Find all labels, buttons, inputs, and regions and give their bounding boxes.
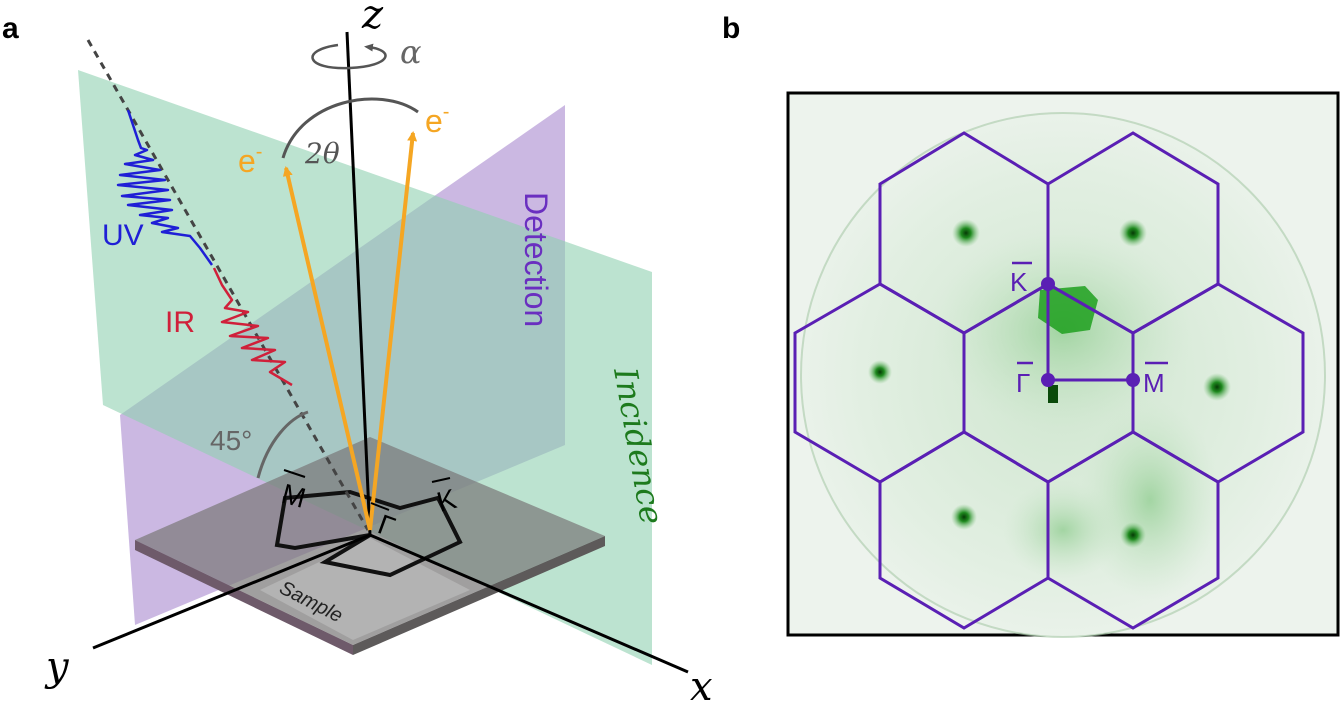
diffraction-spot [952, 219, 980, 247]
incidence-angle-label: 45° [210, 425, 252, 456]
two-theta-label: 2θ [304, 137, 340, 170]
y-axis-label: y [44, 644, 70, 690]
uv-label: UV [102, 219, 144, 252]
panel-b-label: b [722, 12, 740, 45]
ir-label: IR [165, 306, 195, 339]
sample-slab [135, 437, 605, 655]
sample-brillouin-zone [274, 489, 463, 578]
ir-pulse [212, 267, 293, 387]
rotation-arrow-icon [311, 43, 387, 70]
diffraction-spot [868, 360, 892, 384]
hexagon-bottom-right [1046, 430, 1220, 630]
panel-a-label: a [2, 12, 19, 45]
incident-beam-line [86, 39, 370, 531]
m-label-b: M [1143, 368, 1165, 398]
x-axis [369, 533, 689, 674]
diffraction-spot [1203, 373, 1231, 401]
panel-b: b [722, 12, 1340, 638]
k-label-b-group: K [1010, 261, 1032, 297]
rotation-label: α [400, 33, 422, 71]
central-intensity [1038, 286, 1098, 334]
panel-a: a Sample z x y α UV IR [2, 0, 713, 702]
electron-arrow-right [368, 131, 418, 531]
m-label-b-group: M [1143, 361, 1168, 398]
gamma-point-marker [1041, 373, 1055, 387]
detection-label: Detection [518, 192, 554, 327]
y-axis [92, 533, 371, 650]
x-axis-label: x [690, 664, 713, 702]
k-point-marker [1041, 277, 1055, 291]
k-label-b: K [1010, 267, 1028, 297]
diffraction-spot [1119, 219, 1147, 247]
incidence-angle-arc [256, 410, 309, 479]
gamma-label-b-group: Γ [1016, 361, 1033, 398]
m-point-marker [1126, 373, 1140, 387]
gamma-label-b: Γ [1016, 368, 1030, 398]
electron-arrow-left [282, 166, 372, 531]
two-theta-arc [281, 97, 419, 159]
electron-right-label: e- [425, 101, 449, 139]
z-axis-label: z [361, 0, 384, 38]
uv-pulse [116, 109, 214, 266]
z-axis [345, 31, 372, 536]
diffraction-spot [951, 504, 977, 530]
diffraction-spot [1120, 522, 1146, 548]
electron-left-label: e- [238, 141, 262, 179]
